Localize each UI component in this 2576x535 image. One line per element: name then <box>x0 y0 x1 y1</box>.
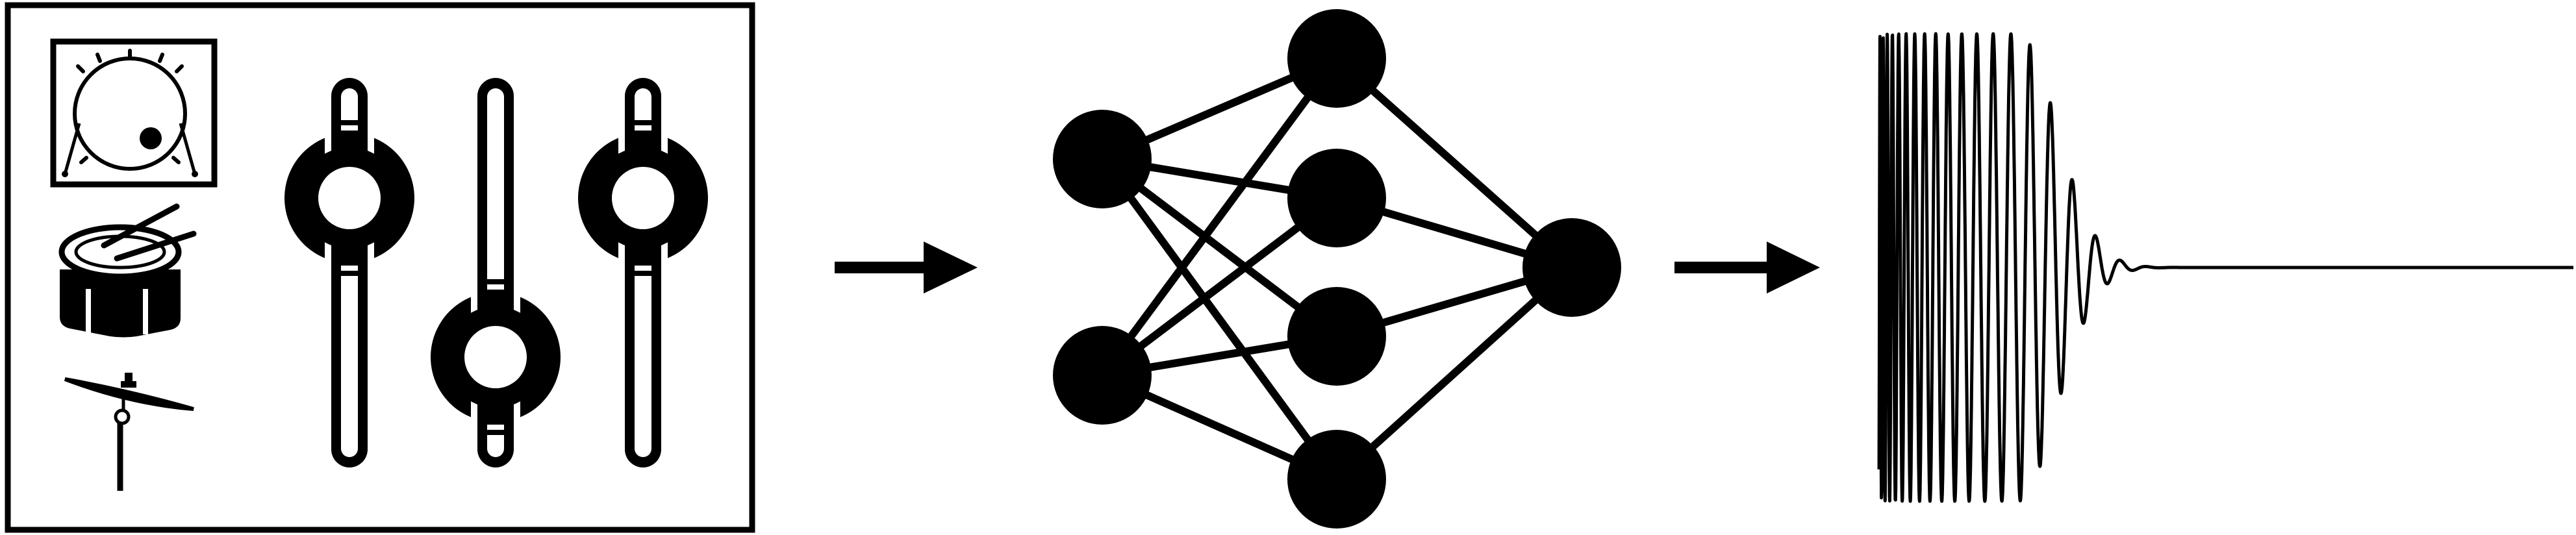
input-panel-frame <box>5 2 755 533</box>
snare-drum-icon <box>58 203 197 338</box>
arrow-icon <box>1674 242 1820 293</box>
fader-knob-center <box>612 167 674 229</box>
cymbal-icon <box>64 373 194 491</box>
neural-network <box>1053 9 1621 529</box>
fader-group <box>284 78 708 467</box>
network-node <box>1287 149 1386 247</box>
bass-drum-icon <box>50 38 218 188</box>
fader-knob-center <box>464 326 527 388</box>
network-node <box>1287 287 1386 386</box>
fader-icon <box>578 78 708 467</box>
network-edge <box>1333 264 1575 482</box>
network-node <box>1053 110 1152 208</box>
network-edge <box>1334 55 1574 271</box>
decaying-waveform-icon <box>1877 32 2575 503</box>
fader-icon <box>284 78 414 467</box>
input-panel <box>5 2 755 533</box>
network-node <box>1053 326 1152 425</box>
fader-icon <box>431 78 561 467</box>
fader-knob-center <box>318 167 381 229</box>
arrow-icon <box>835 242 978 293</box>
network-node <box>1287 430 1386 529</box>
network-node <box>1287 9 1386 108</box>
network-node <box>1522 218 1621 317</box>
network-edge <box>1099 56 1340 378</box>
network-edge <box>1099 156 1340 482</box>
